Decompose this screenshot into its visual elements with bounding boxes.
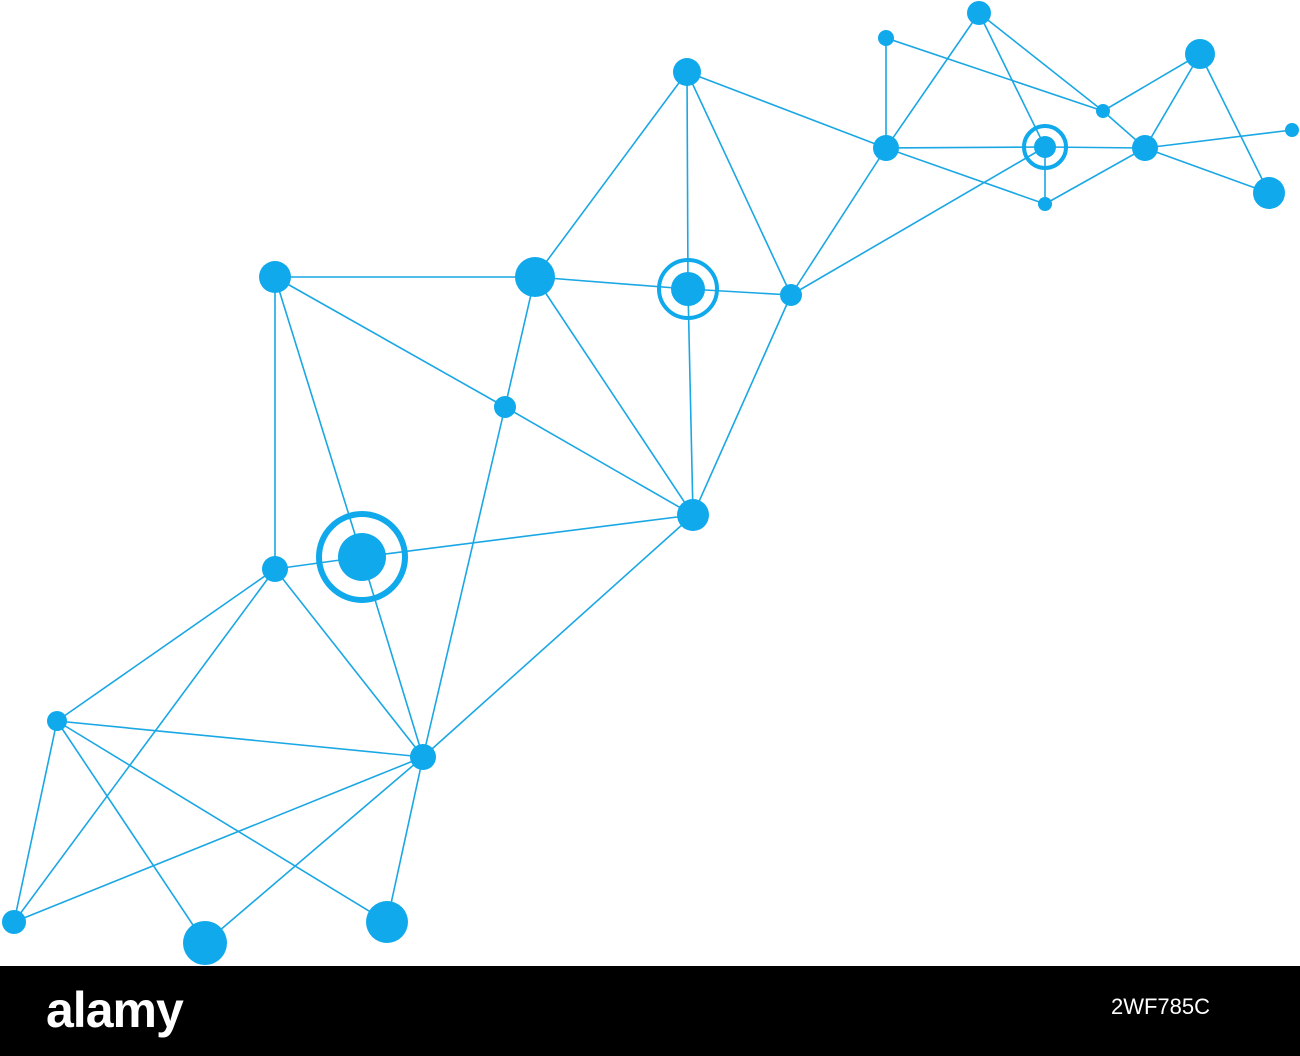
network-node [259, 261, 291, 293]
network-node [338, 533, 386, 581]
network-node [967, 1, 991, 25]
network-node-ring [1022, 124, 1068, 170]
network-edge [1044, 146, 1146, 149]
network-node [2, 910, 26, 934]
network-node [494, 396, 516, 418]
network-graph [2, 1, 1299, 965]
network-edge [1102, 53, 1201, 112]
network-edge [978, 12, 1104, 112]
network-node-ring [657, 258, 719, 320]
network-node [873, 135, 899, 161]
network-edge [361, 556, 424, 758]
network-edge [504, 406, 694, 516]
network-edge [274, 568, 424, 758]
network-node [677, 499, 709, 531]
network-node [1038, 197, 1052, 211]
network-node [1096, 104, 1110, 118]
network-edge [885, 147, 1046, 205]
network-edge [56, 720, 388, 923]
watermark-bar: alamy 2WF785C [0, 966, 1300, 1056]
network-edge [361, 514, 694, 558]
network-node [262, 556, 288, 582]
network-edges [13, 12, 1293, 944]
network-edge [1144, 53, 1201, 149]
network-edge [686, 71, 792, 296]
image-id: 2WF785C [1110, 994, 1210, 1019]
network-edge [686, 71, 887, 149]
network-node [47, 711, 67, 731]
network-edge [422, 514, 694, 758]
network-edge [885, 37, 1104, 112]
brand-logo: alamy [46, 982, 184, 1038]
network-edge [687, 288, 792, 296]
network-edge [686, 71, 689, 290]
network-edge [978, 12, 1046, 148]
network-node [1034, 136, 1056, 158]
network-node [673, 58, 701, 86]
network-edge [386, 756, 424, 923]
network-edge [885, 12, 980, 149]
network-edge [534, 276, 689, 290]
network-edge [56, 568, 276, 722]
network-node [878, 30, 894, 46]
network-node-ring [316, 511, 408, 603]
network-edge [422, 406, 506, 758]
network-node [515, 257, 555, 297]
network-edge [56, 720, 206, 944]
network-edge [790, 147, 887, 296]
network-nodes [2, 1, 1299, 965]
network-edge [1044, 147, 1146, 205]
network-node [410, 744, 436, 770]
network-edge [534, 71, 688, 278]
network-edge [1144, 129, 1293, 149]
network-edge [534, 276, 694, 516]
network-edge [687, 288, 694, 516]
network-node [1285, 123, 1299, 137]
network-node [366, 901, 408, 943]
network-edge [204, 756, 424, 944]
network-edge [274, 276, 506, 408]
network-edge [692, 294, 792, 516]
network-node [1185, 39, 1215, 69]
network-edge [13, 756, 424, 923]
network-node [1253, 177, 1285, 209]
network-node [1132, 135, 1158, 161]
network-node [671, 272, 705, 306]
network-node [780, 284, 802, 306]
network-edge [13, 720, 58, 923]
network-node [183, 921, 227, 965]
network-edge [1144, 147, 1270, 194]
network-edge [504, 276, 536, 408]
network-edge [13, 568, 276, 923]
network-edge [56, 720, 424, 758]
network-edge [885, 146, 1046, 149]
network-edge [1199, 53, 1270, 194]
network-edge [790, 146, 1046, 296]
network-edge [274, 276, 363, 558]
